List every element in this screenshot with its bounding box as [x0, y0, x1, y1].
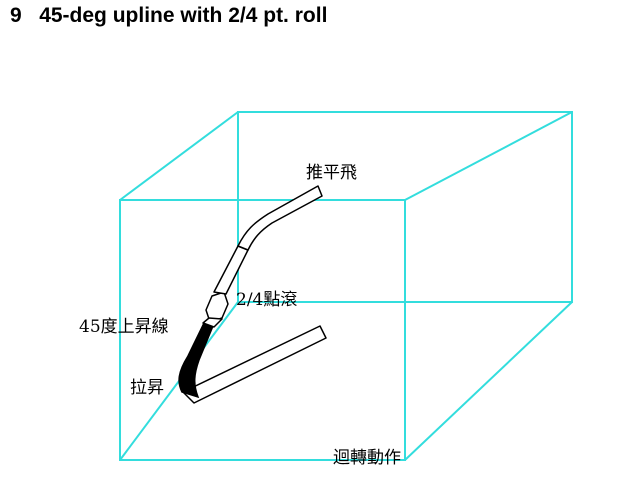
figure-title-text: 45-deg upline with 2/4 pt. roll	[39, 4, 328, 27]
flight-path	[178, 185, 327, 404]
label-pull-up: 拉昇	[130, 378, 164, 398]
label-push-level-flight: 推平飛	[306, 163, 357, 183]
figure-number: 9	[10, 4, 22, 27]
push-level-tube	[237, 185, 323, 251]
label-upline-45: 45度上昇線	[79, 317, 169, 337]
upline-tube-lower	[202, 317, 223, 328]
label-turnaround: 迴轉動作	[333, 448, 401, 468]
label-point-roll: 2/4點滾	[236, 290, 297, 310]
box-edge-top-right	[404, 111, 573, 201]
figure-title: 9 45-deg upline with 2/4 pt. roll	[10, 4, 327, 28]
turnaround-ribbon	[182, 325, 327, 404]
upline-tube-upper	[213, 245, 249, 295]
box-edge-top-left	[119, 111, 239, 201]
box-edge-bottom-right	[404, 301, 573, 461]
